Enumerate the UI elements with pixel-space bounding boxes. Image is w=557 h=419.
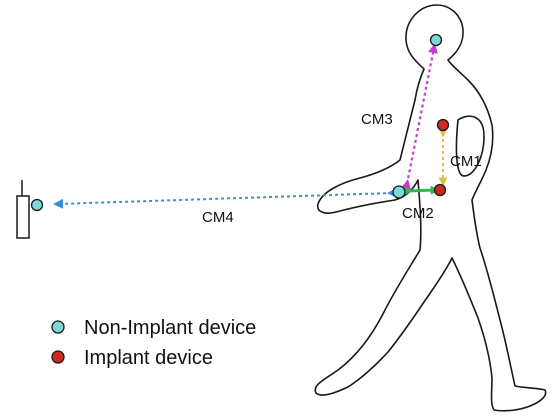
cm4-link [58,193,392,204]
cm3-label: CM3 [361,111,393,128]
legend-implant-marker [52,351,64,363]
implant-node-lower [435,185,446,196]
cm4-label: CM4 [202,209,234,226]
head-sensor-node [431,35,442,46]
body-hub-node [393,186,405,198]
legend-non-implant-marker [52,321,64,333]
cm2-label: CM2 [402,205,434,222]
implant-node-upper [438,120,449,131]
external-device [17,180,29,238]
phone-body [17,196,29,238]
cm2-link [408,190,435,191]
legend-implant-label: Implant device [84,347,213,369]
legend-non-implant-label: Non-Implant device [84,317,256,339]
cm1-label: CM1 [450,153,482,170]
legend: Non-Implant device Implant device [52,317,256,369]
external-device-node [32,200,43,211]
